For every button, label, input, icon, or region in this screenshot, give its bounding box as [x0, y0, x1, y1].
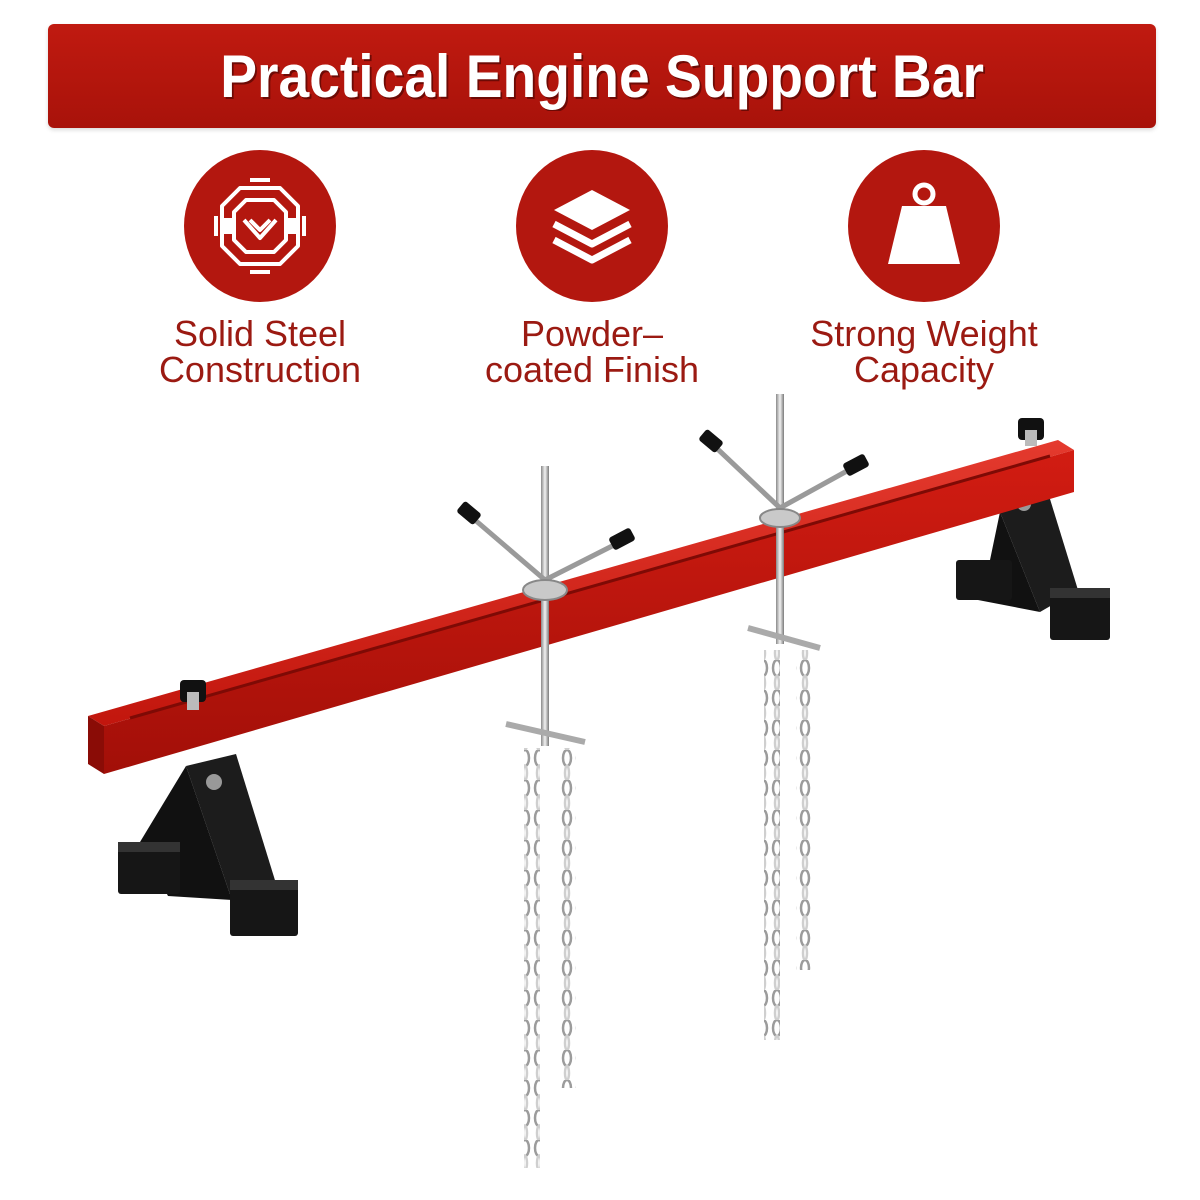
feature-label: Solid Steel Construction [100, 316, 420, 388]
left-hook-assembly [457, 466, 635, 1168]
feature-badge [848, 150, 1000, 302]
support-beam [88, 418, 1074, 774]
feature-label-line2: Capacity [853, 349, 995, 390]
feature-label-line1: Powder– [520, 313, 664, 354]
right-hook-assembly [699, 394, 869, 1040]
steel-frame-icon [214, 178, 306, 274]
feature-label-line2: Construction [158, 349, 362, 390]
left-stand [118, 754, 298, 936]
feature-label: Strong Weight Capacity [764, 316, 1084, 388]
weight-icon [888, 182, 960, 264]
feature-label-line2: coated Finish [484, 349, 700, 390]
feature-label-line1: Solid Steel [173, 313, 347, 354]
title-banner: Practical Engine Support Bar [48, 24, 1156, 128]
right-stand [956, 486, 1110, 640]
feature-label: Powder– coated Finish [432, 316, 752, 388]
feature-weight-capacity: Strong Weight Capacity [764, 150, 1084, 388]
feature-badge [516, 150, 668, 302]
engine-support-bar-illustration [88, 394, 1110, 1168]
feature-badge [184, 150, 336, 302]
feature-label-line1: Strong Weight [810, 313, 1038, 354]
layers-icon [552, 190, 632, 264]
feature-powder-coated: Powder– coated Finish [432, 150, 752, 388]
feature-solid-steel: Solid Steel Construction [100, 150, 420, 388]
page-title: Practical Engine Support Bar [220, 42, 984, 110]
